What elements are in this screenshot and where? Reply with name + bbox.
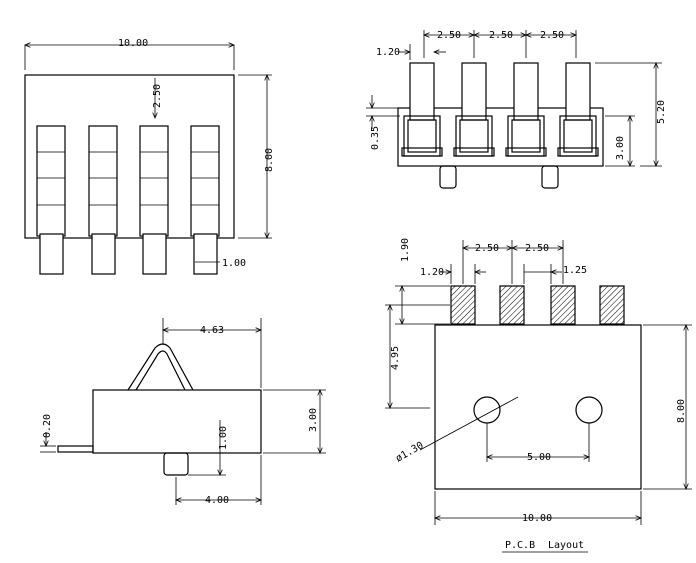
side-contact-inner (135, 350, 186, 391)
pcb-pitch-2-label: 2.50 (525, 243, 549, 254)
pcb-caption-pcb: P.C.B (505, 540, 535, 551)
side-lead-thickness-label: 0.20 (42, 414, 53, 438)
pcb-hole-diameter-label: ø1.30 (394, 440, 426, 465)
front-cavities (401, 115, 599, 157)
pcb-hole-right (575, 396, 603, 424)
side-body-height-label: 3.00 (308, 408, 319, 432)
top-contacts (36, 125, 220, 237)
top-lead-label: 1.00 (222, 258, 246, 269)
side-peg (163, 452, 189, 476)
side-peg-offset-label: 4.00 (205, 495, 229, 506)
top-body-outline (24, 74, 235, 239)
side-body-outline (92, 389, 262, 454)
pcb-pad-gap-label: 1.25 (563, 265, 587, 276)
pcb-pad-width-label: 1.20 (420, 267, 444, 278)
side-view: 4.63 0.20 1.00 3.00 4.00 (40, 318, 326, 506)
pcb-pads (450, 285, 625, 325)
front-offset-label: 0.35 (370, 126, 381, 150)
front-pitch-2-label: 2.50 (489, 30, 513, 41)
pcb-board-outline (434, 324, 642, 490)
front-total-height-label: 5.20 (656, 100, 667, 124)
front-body-outline (397, 107, 604, 167)
side-lead (57, 445, 94, 453)
top-height-label: 8.00 (264, 148, 275, 172)
top-view: 10.00 8.00 2.50 1.00 (24, 38, 275, 275)
top-leads (39, 233, 218, 275)
pcb-pad-to-hole-label: 4.95 (390, 346, 401, 370)
front-pin-width-label: 1.20 (376, 47, 400, 58)
top-pitch-label: 2.50 (152, 84, 163, 108)
top-width-label: 10.00 (118, 38, 148, 49)
pcb-layout-view: 2.50 2.50 1.20 1.25 1.90 4.95 ø1.30 5.00 (385, 238, 692, 553)
pcb-hole-spacing-label: 5.00 (527, 452, 551, 463)
pcb-caption-layout: Layout (548, 540, 584, 551)
pcb-height-label: 8.00 (676, 399, 687, 423)
front-peg-right (541, 165, 559, 189)
front-pins (409, 62, 591, 121)
pcb-width-label: 10.00 (522, 513, 552, 524)
front-pitch-1-label: 2.50 (437, 30, 461, 41)
front-view: 2.50 2.50 2.50 1.20 0.35 3.00 5.20 (366, 30, 667, 189)
front-peg-left (439, 165, 457, 189)
front-pitch-3-label: 2.50 (540, 30, 564, 41)
pcb-pad-height-label: 1.90 (400, 238, 411, 262)
pcb-pitch-1-label: 2.50 (475, 243, 499, 254)
side-peg-height-label: 1.00 (218, 426, 229, 450)
side-reach-label: 4.63 (200, 325, 224, 336)
front-body-height-label: 3.00 (615, 136, 626, 160)
side-contact-outer (127, 343, 194, 391)
